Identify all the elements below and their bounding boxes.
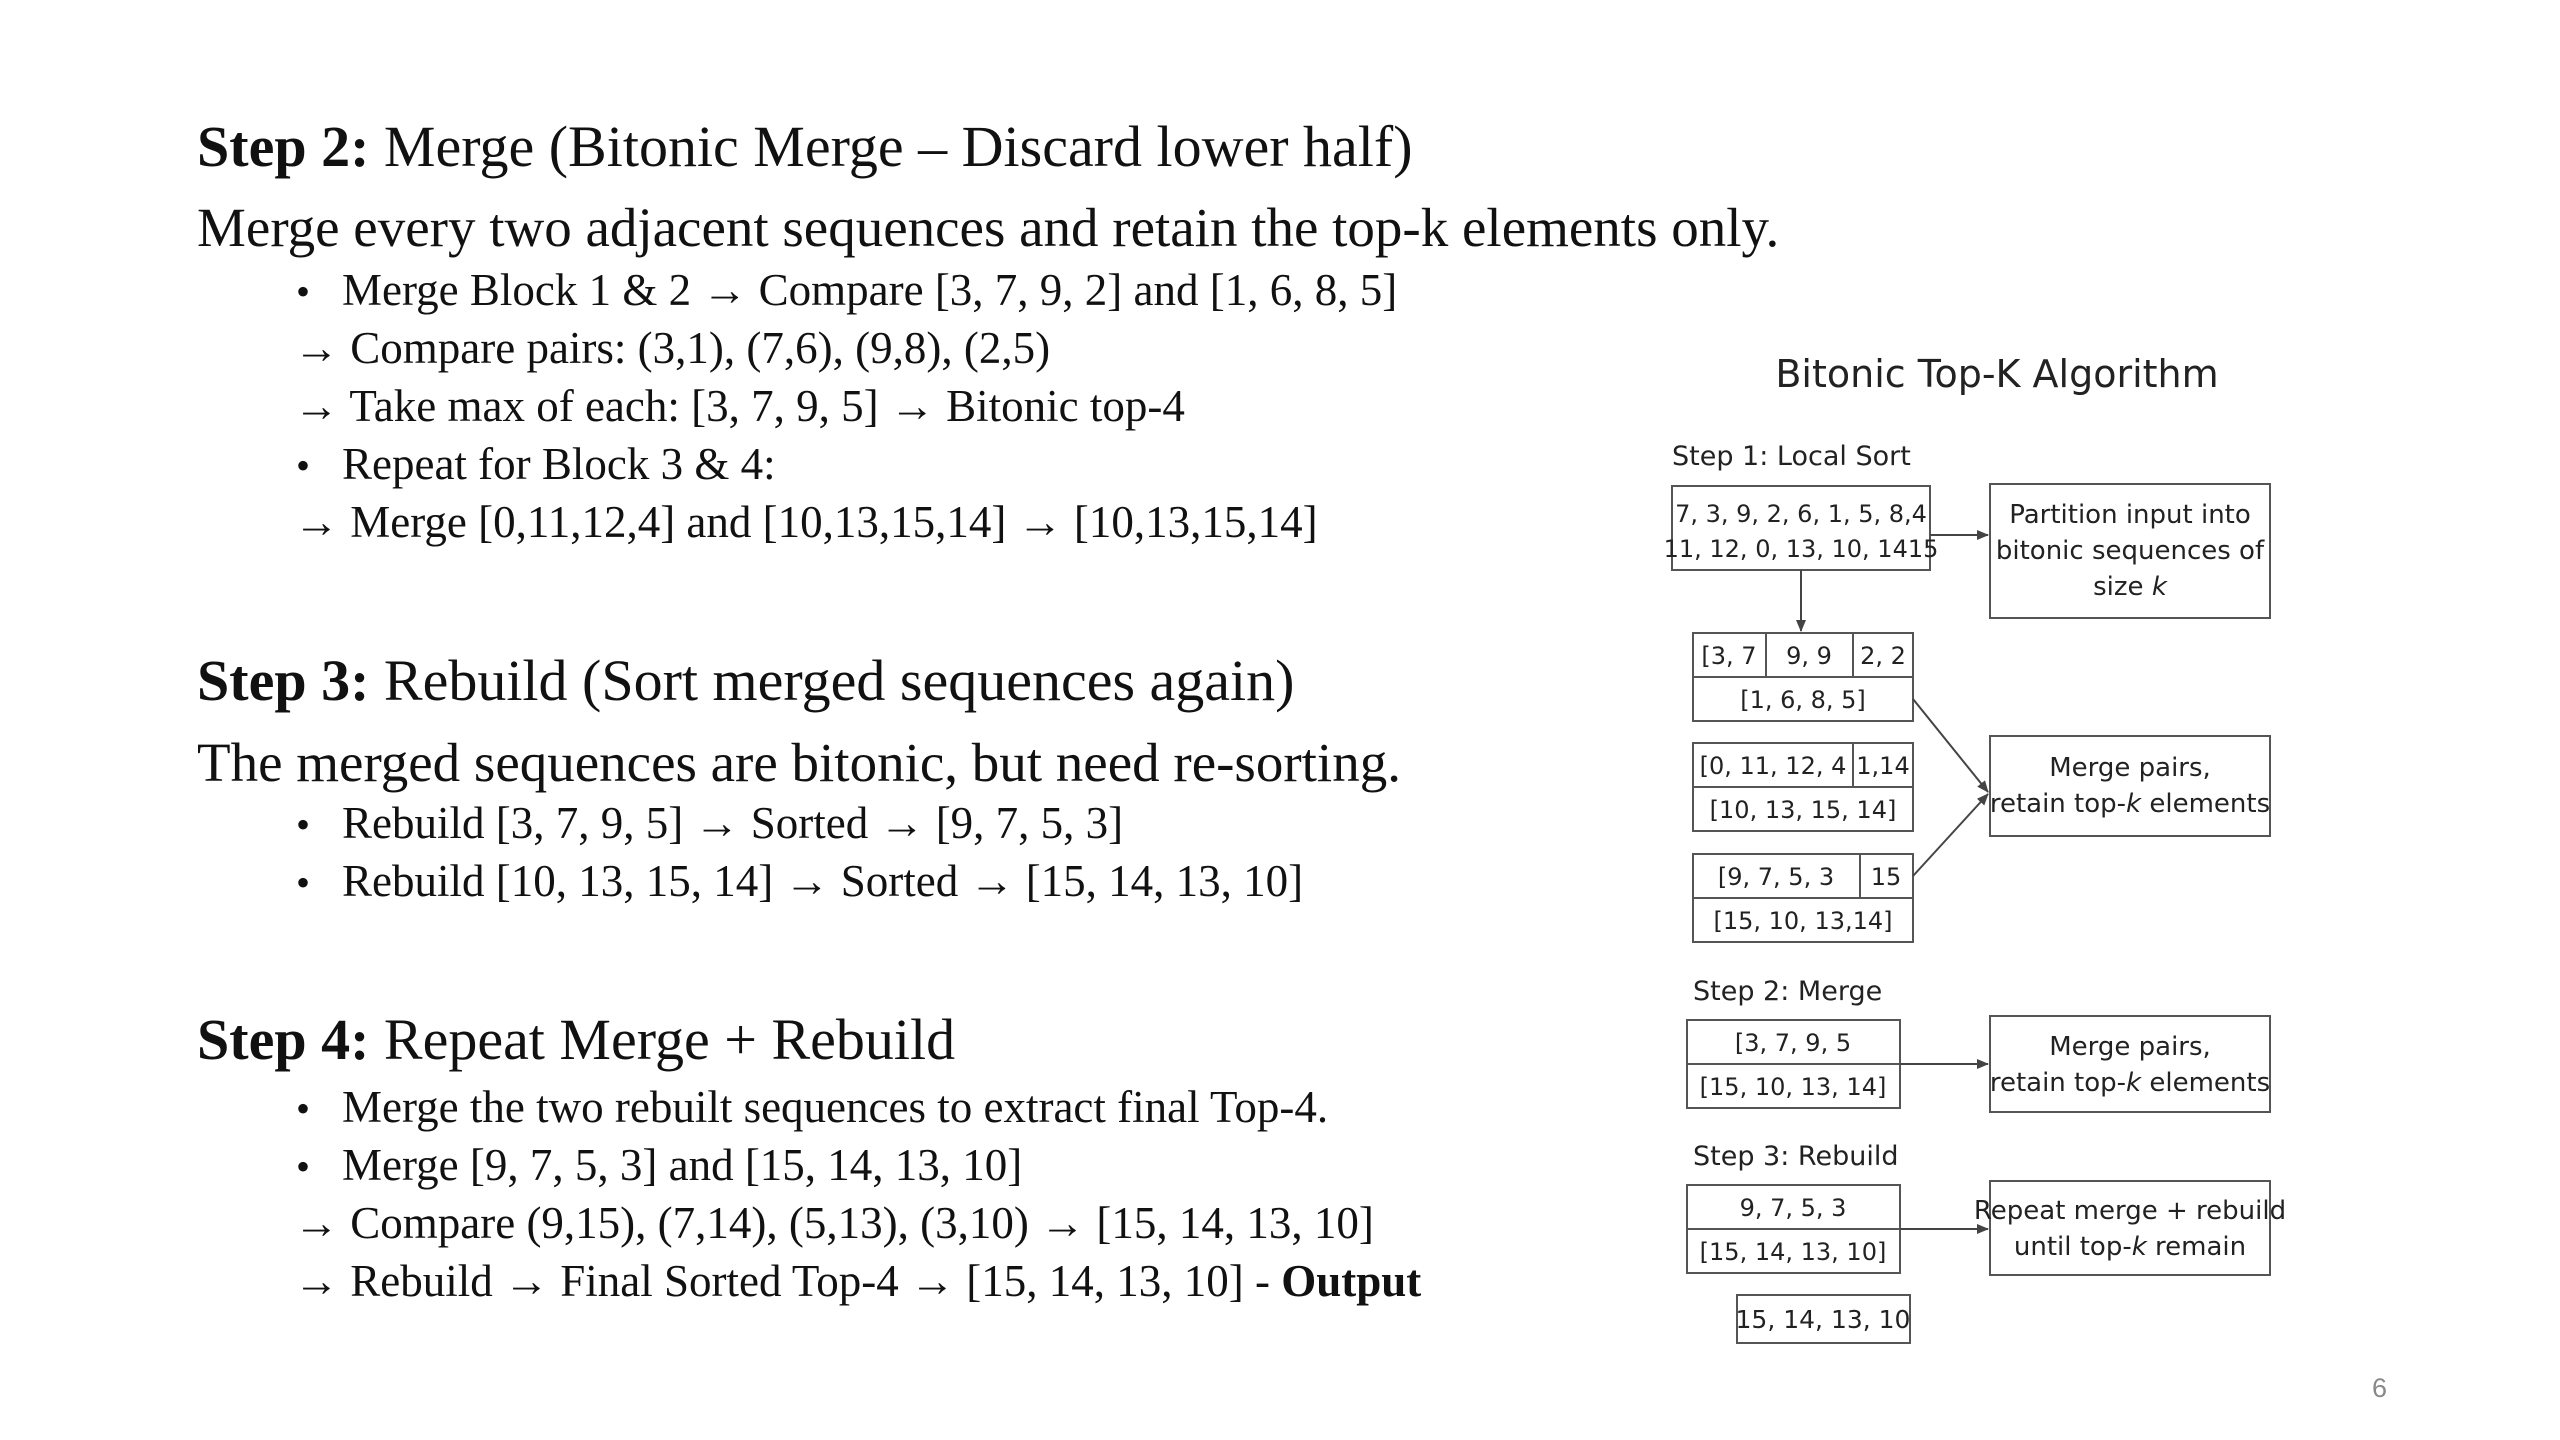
step4-line-3: → Compare (9,15), (7,14), (5,13), (3,10)… bbox=[294, 1198, 1374, 1248]
step3-line-1: Rebuild [3, 7, 9, 5] → Sorted → [9, 7, 5… bbox=[342, 798, 1124, 848]
note3-line-2: retain top-k elements bbox=[1990, 1068, 2270, 1098]
note4-line-1: Repeat merge + rebuild bbox=[1974, 1196, 2286, 1226]
bullet: • bbox=[296, 443, 311, 488]
rebuild-bottom-text: [15, 14, 13, 10] bbox=[1700, 1238, 1887, 1266]
step4-line-1: Merge the two rebuilt sequences to extra… bbox=[342, 1082, 1329, 1132]
group3-cell-a: [9, 7, 5, 3 bbox=[1718, 863, 1834, 891]
note-box-repeat bbox=[1989, 1180, 2271, 1276]
note1-line-3: size k bbox=[2093, 572, 2168, 602]
step2-label: Step 2: bbox=[197, 114, 370, 179]
note1-line-2: bitonic sequences of bbox=[1996, 536, 2265, 566]
step4-label: Step 4: bbox=[197, 1007, 370, 1072]
output-label: Output bbox=[1281, 1256, 1422, 1306]
group1-cell-b: 9, 9 bbox=[1786, 642, 1832, 670]
step3-line-2: Rebuild [10, 13, 15, 14] → Sorted → [15,… bbox=[342, 856, 1304, 906]
step2-title: Merge (Bitonic Merge – Discard lower hal… bbox=[369, 114, 1413, 179]
group1-cell-c: 2, 2 bbox=[1860, 642, 1906, 670]
group3-bottom-box bbox=[1692, 897, 1914, 943]
arrow-group1-to-merge bbox=[1912, 698, 1989, 793]
group1-cell-a: [3, 7 bbox=[1701, 642, 1756, 670]
input-line-1: 7, 3, 9, 2, 6, 1, 5, 8,4 bbox=[1675, 500, 1927, 528]
note-box-partition bbox=[1989, 483, 2271, 619]
step4-heading: Step 4: Repeat Merge + Rebuild bbox=[197, 1011, 955, 1069]
bullet: • bbox=[296, 269, 311, 314]
final-text: 15, 14, 13, 10 bbox=[1736, 1305, 1911, 1334]
final-box bbox=[1736, 1294, 1911, 1344]
step4-line-4-text: → Rebuild → Final Sorted Top-4 → [15, 14… bbox=[294, 1256, 1282, 1306]
step1-label: Step 1: Local Sort bbox=[1672, 441, 1911, 472]
bitonic-topk-diagram: Bitonic Top-K Algorithm Step 1: Local So… bbox=[1664, 352, 2286, 1344]
step4-line-2: Merge [9, 7, 5, 3] and [15, 14, 13, 10] bbox=[342, 1140, 1023, 1190]
rebuild-top-text: 9, 7, 5, 3 bbox=[1740, 1194, 1847, 1222]
note4-line-2: until top-k remain bbox=[2014, 1232, 2246, 1262]
step2-diagram-label: Step 2: Merge bbox=[1693, 976, 1882, 1007]
merge-bottom-text: [15, 10, 13, 14] bbox=[1700, 1073, 1887, 1101]
step3-diagram-label: Step 3: Rebuild bbox=[1693, 1141, 1898, 1172]
step4-title: Repeat Merge + Rebuild bbox=[369, 1007, 956, 1072]
arrow-group3-to-merge bbox=[1912, 793, 1989, 877]
group3-cell-b: 15 bbox=[1871, 863, 1902, 891]
rebuild-bottom-box bbox=[1686, 1228, 1901, 1274]
bullet: • bbox=[296, 860, 311, 905]
input-line-2: 11, 12, 0, 13, 10, 1415 bbox=[1664, 535, 1939, 563]
group1-cell-d: [1, 6, 8, 5] bbox=[1740, 686, 1866, 714]
bullet: • bbox=[296, 802, 311, 847]
step2-line-4: Repeat for Block 3 & 4: bbox=[342, 439, 776, 489]
bullet: • bbox=[296, 1144, 311, 1189]
step2-line-3: → Take max of each: [3, 7, 9, 5] → Biton… bbox=[294, 381, 1185, 431]
group2-cell-a: [0, 11, 12, 4 bbox=[1700, 752, 1847, 780]
step2-line-5: → Merge [0,11,12,4] and [10,13,15,14] → … bbox=[294, 497, 1318, 547]
group2-cell-b: 1,14 bbox=[1856, 752, 1909, 780]
step3-intro: The merged sequences are bitonic, but ne… bbox=[197, 732, 1401, 793]
group2-cell-c: [10, 13, 15, 14] bbox=[1710, 796, 1897, 824]
merge-bottom-box bbox=[1686, 1063, 1901, 1109]
merge-top-text: [3, 7, 9, 5 bbox=[1735, 1029, 1851, 1057]
note-box-merge-pairs-2 bbox=[1989, 1015, 2271, 1113]
step2-heading: Step 2: Merge (Bitonic Merge – Discard l… bbox=[197, 118, 1413, 176]
page-number: 6 bbox=[2372, 1373, 2388, 1403]
diagram-title: Bitonic Top-K Algorithm bbox=[1775, 352, 2218, 396]
step2-line-1: Merge Block 1 & 2 → Compare [3, 7, 9, 2]… bbox=[342, 265, 1398, 315]
step2-intro: Merge every two adjacent sequences and r… bbox=[197, 197, 1780, 258]
bullet: • bbox=[296, 1086, 311, 1131]
note2-line-1: Merge pairs, bbox=[2049, 753, 2211, 783]
step4-line-4: → Rebuild → Final Sorted Top-4 → [15, 14… bbox=[294, 1259, 1421, 1304]
step2-line-2: → Compare pairs: (3,1), (7,6), (9,8), (2… bbox=[294, 323, 1051, 373]
note3-line-1: Merge pairs, bbox=[2049, 1032, 2211, 1062]
step3-title: Rebuild (Sort merged sequences again) bbox=[369, 648, 1295, 713]
note2-line-2: retain top-k elements bbox=[1990, 789, 2270, 819]
note1-line-1: Partition input into bbox=[2009, 500, 2251, 530]
step3-label: Step 3: bbox=[197, 648, 370, 713]
group2-bottom-box bbox=[1692, 786, 1914, 832]
group3-cell-c: [15, 10, 13,14] bbox=[1713, 907, 1892, 935]
note-box-merge-pairs bbox=[1989, 735, 2271, 837]
step3-heading: Step 3: Rebuild (Sort merged sequences a… bbox=[197, 652, 1294, 710]
